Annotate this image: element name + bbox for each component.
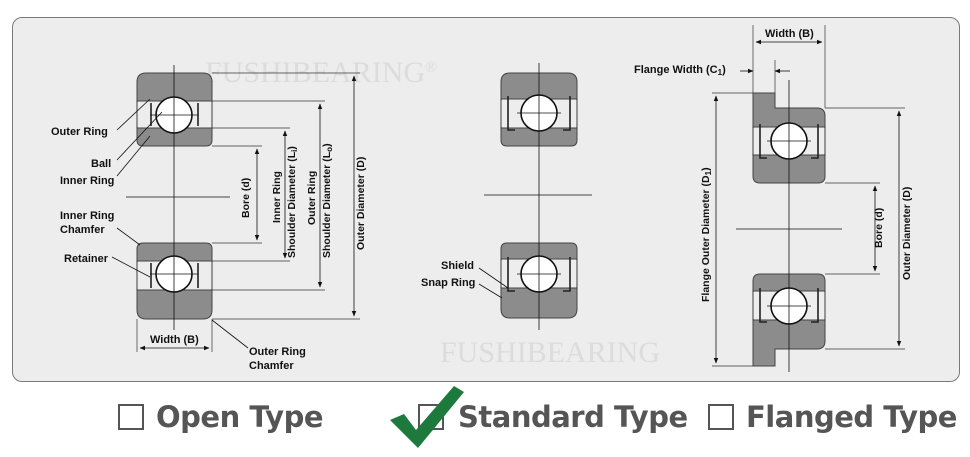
option-standard-type-label: Standard Type [458,400,688,434]
label-inner-shoulder-2: Shoulder Diameter (Li) [286,146,299,258]
label-inner-ring-chamfer-2: Chamfer [60,224,105,236]
label-outer-shoulder-1: Outer Ring [306,171,318,225]
label-inner-ring: Inner Ring [60,175,114,187]
option-open-type[interactable]: Open Type [118,397,324,437]
option-flanged-type-label: Flanged Type [746,400,957,434]
option-standard-type[interactable]: Standard Type [418,397,688,437]
label-bore-open: Bore (d) [240,178,252,218]
label-outer-shoulder-2: Shoulder Diameter (Lo) [321,143,334,258]
label-width-flanged: Width (B) [765,28,814,40]
option-open-type-label: Open Type [156,400,324,434]
open-outer-ring-top [136,72,213,102]
label-retainer: Retainer [64,253,109,265]
option-flanged-type[interactable]: Flanged Type [708,397,957,437]
label-width-open: Width (B) [150,334,199,346]
check-mark-icon [390,386,464,448]
label-outer-ring-chamfer-2: Chamfer [249,360,294,372]
label-inner-shoulder-1: Inner Ring [271,171,283,223]
label-flange-width: Flange Width (C1) [634,64,726,77]
label-shield: Shield [441,260,474,272]
open-type-bearing: Outer Ring Ball Inner Ring Inner Ring Ch… [51,65,367,372]
label-outer-ring-chamfer-1: Outer Ring [249,346,306,358]
standard-type-bearing: Shield Snap Ring [421,63,592,330]
label-flange-outer-diameter: Flange Outer Diameter (D1) [700,167,713,302]
flanged-type-bearing: Width (B) Flange Width (C1) Flange Outer… [634,25,913,372]
open-outer-ring-bottom [136,289,213,320]
open-inner-ring-top [136,127,213,147]
label-outer-ring: Outer Ring [51,126,108,138]
label-outer-diameter-open: Outer Diameter (D) [355,157,367,250]
label-outer-diameter-flanged: Outer Diameter (D) [901,187,913,280]
watermark-top: FUSHIBEARING® [205,56,437,89]
label-inner-ring-chamfer-1: Inner Ring [60,210,114,222]
label-bore-flanged: Bore (d) [873,208,885,248]
checkbox-icon[interactable] [118,404,144,430]
checkbox-icon[interactable] [708,404,734,430]
watermark-bottom: FUSHIBEARING [440,336,660,369]
label-snap-ring: Snap Ring [421,277,475,289]
label-ball: Ball [91,158,111,170]
